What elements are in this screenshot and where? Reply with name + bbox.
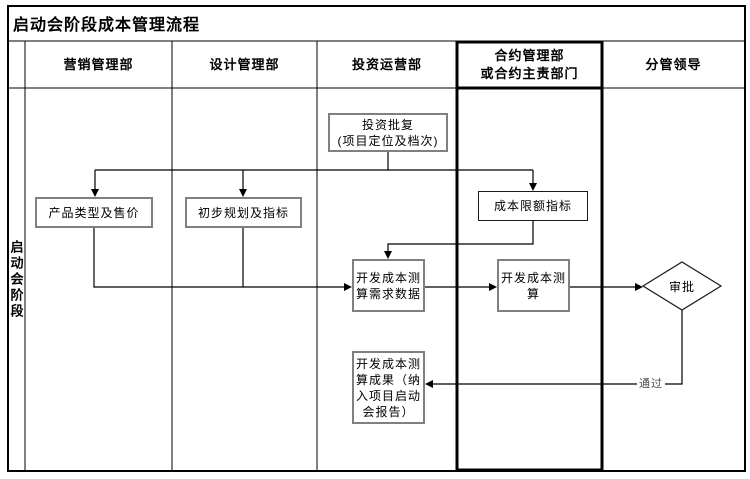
diagram-title: 启动会阶段成本管理流程 (13, 17, 201, 34)
column-header-leadership: 分管领导 (645, 56, 702, 72)
node-product-type-price: 产品类型及售价 (35, 197, 153, 228)
node-investment-approval: 投资批复 (项目定位及档次) (328, 113, 448, 152)
column-header-design: 设计管理部 (209, 56, 280, 72)
column-header-investment-operations: 投资运营部 (351, 56, 422, 72)
approval-diamond-label: 审批 (668, 279, 695, 294)
node-cost-calc-results: 开发成本测 算成果（纳 入项目启动 会报告） (352, 351, 425, 424)
column-header-contract-management: 合约管理部 或合约主责部门 (480, 47, 579, 81)
stage-label: 启动会阶段 (8, 240, 24, 320)
emphasized-lane-border (455, 40, 604, 472)
arrowheads (91, 183, 643, 388)
node-cost-calculation: 开发成本测 算 (497, 259, 570, 312)
node-preliminary-planning: 初步规划及指标 (185, 197, 302, 228)
approval-diamond-shape (641, 261, 723, 311)
table-frame (7, 5, 746, 472)
node-cost-limit-index: 成本限额指标 (478, 191, 588, 221)
column-header-marketing: 营销管理部 (63, 56, 134, 72)
pass-edge-label: 通过 (637, 378, 665, 391)
flow-connectors (93, 152, 683, 385)
node-cost-calc-demand-data: 开发成本测 算需求数据 (352, 259, 425, 312)
